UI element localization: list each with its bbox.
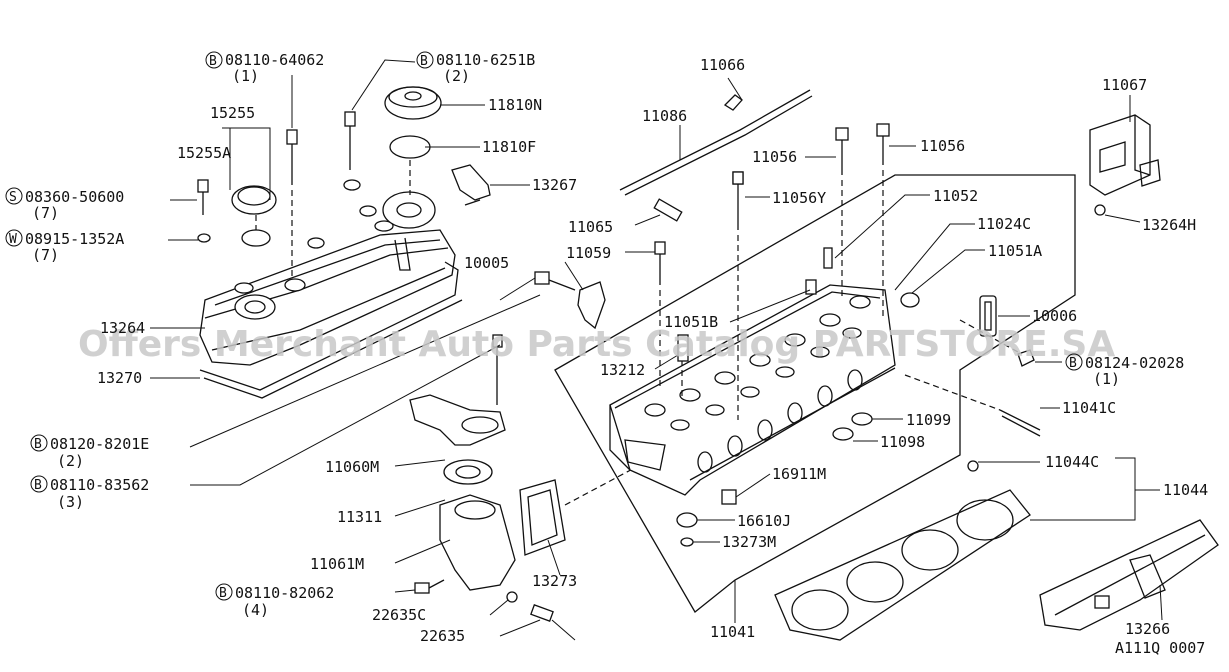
part-label: 13273 — [532, 572, 577, 590]
prefix-b-icon: B — [215, 583, 233, 601]
svg-text:S: S — [9, 190, 17, 205]
part-label: 11051A — [988, 242, 1042, 260]
part-label: 11044C — [1045, 453, 1099, 471]
part-qty-label: (4) — [242, 601, 269, 619]
part-label: 13273M — [722, 533, 776, 551]
prefix-b-icon: B — [30, 475, 48, 493]
svg-text:B: B — [420, 54, 428, 69]
part-label: 13267 — [532, 176, 577, 194]
part-label: 11098 — [880, 433, 925, 451]
part-label: 11810F — [482, 138, 536, 156]
part-label: 10005 — [464, 254, 509, 272]
part-label: 11311 — [337, 508, 382, 526]
part-label: 13264 — [100, 319, 145, 337]
part-label: 16911M — [772, 465, 826, 483]
part-label: 11810N — [488, 96, 542, 114]
part-label: 15255A — [177, 144, 231, 162]
part-label: 13212 — [600, 361, 645, 379]
part-label: 11060M — [325, 458, 379, 476]
part-qty-label: (7) — [32, 204, 59, 222]
part-label: 11051B — [664, 313, 718, 331]
rocker-cover-assembly — [197, 86, 491, 399]
part-label: 11044 — [1163, 481, 1208, 499]
part-label: 11086 — [642, 107, 687, 125]
part-labels: B 08110-64062 (1) B 08110-6251B (2) 1525… — [5, 51, 1208, 657]
prefix-b-icon: B — [416, 51, 434, 69]
part-label: 22635 — [420, 627, 465, 645]
figure-code: A111Q 0007 — [1115, 639, 1205, 657]
head-gasket — [774, 460, 1031, 641]
part-qty-label: (1) — [1093, 370, 1120, 388]
part-qty-label: (2) — [57, 452, 84, 470]
part-label: 08110-82062 — [235, 584, 334, 602]
part-label: 11041 — [710, 623, 755, 641]
prefix-s-icon: S — [5, 187, 23, 205]
head-right-parts — [904, 295, 1041, 437]
part-qty-label: (7) — [32, 246, 59, 264]
part-label: 11024C — [977, 215, 1031, 233]
part-label: 15255 — [210, 104, 255, 122]
part-label: 11066 — [700, 56, 745, 74]
prefix-b-icon: B — [30, 434, 48, 452]
prefix-b-icon: B — [205, 51, 223, 69]
svg-text:W: W — [9, 232, 17, 247]
part-label: 11067 — [1102, 76, 1147, 94]
part-label: 08110-64062 — [225, 51, 324, 69]
svg-text:B: B — [219, 586, 227, 601]
part-label: 11061M — [310, 555, 364, 573]
svg-text:B: B — [34, 437, 42, 452]
leader-lines — [150, 59, 1163, 637]
part-label: 08110-6251B — [436, 51, 535, 69]
svg-text:B: B — [209, 54, 217, 69]
part-label: 11052 — [933, 187, 978, 205]
part-label: 08110-83562 — [50, 476, 149, 494]
part-label: 13270 — [97, 369, 142, 387]
prefix-w-icon: W — [5, 229, 23, 247]
part-label: 08360-50600 — [25, 188, 124, 206]
svg-text:B: B — [1069, 356, 1077, 371]
part-label: 13264H — [1142, 216, 1196, 234]
part-qty-label: (3) — [57, 493, 84, 511]
part-label: 22635C — [372, 606, 426, 624]
part-label: 11056 — [920, 137, 965, 155]
part-label: 11041C — [1062, 399, 1116, 417]
part-label: 11056 — [752, 148, 797, 166]
right-side-parts — [1039, 114, 1219, 631]
part-qty-label: (2) — [443, 67, 470, 85]
part-label: 08124-02028 — [1085, 354, 1184, 372]
part-qty-label: (1) — [232, 67, 259, 85]
part-label: 13266 — [1125, 620, 1170, 638]
cylinder-head-assembly — [499, 89, 1076, 613]
part-label: 11059 — [566, 244, 611, 262]
watermark-text: Offers Merchant Auto Parts Catalog PARTS… — [78, 324, 1115, 365]
part-label: 08915-1352A — [25, 230, 124, 248]
part-label: 11099 — [906, 411, 951, 429]
water-outlet-assembly — [409, 334, 641, 641]
part-label: 11056Y — [772, 189, 826, 207]
part-label: 08120-8201E — [50, 435, 149, 453]
part-label: 10006 — [1032, 307, 1077, 325]
part-label: 11065 — [568, 218, 613, 236]
prefix-b-icon: B — [1065, 353, 1083, 371]
svg-text:B: B — [34, 478, 42, 493]
part-label: 16610J — [737, 512, 791, 530]
